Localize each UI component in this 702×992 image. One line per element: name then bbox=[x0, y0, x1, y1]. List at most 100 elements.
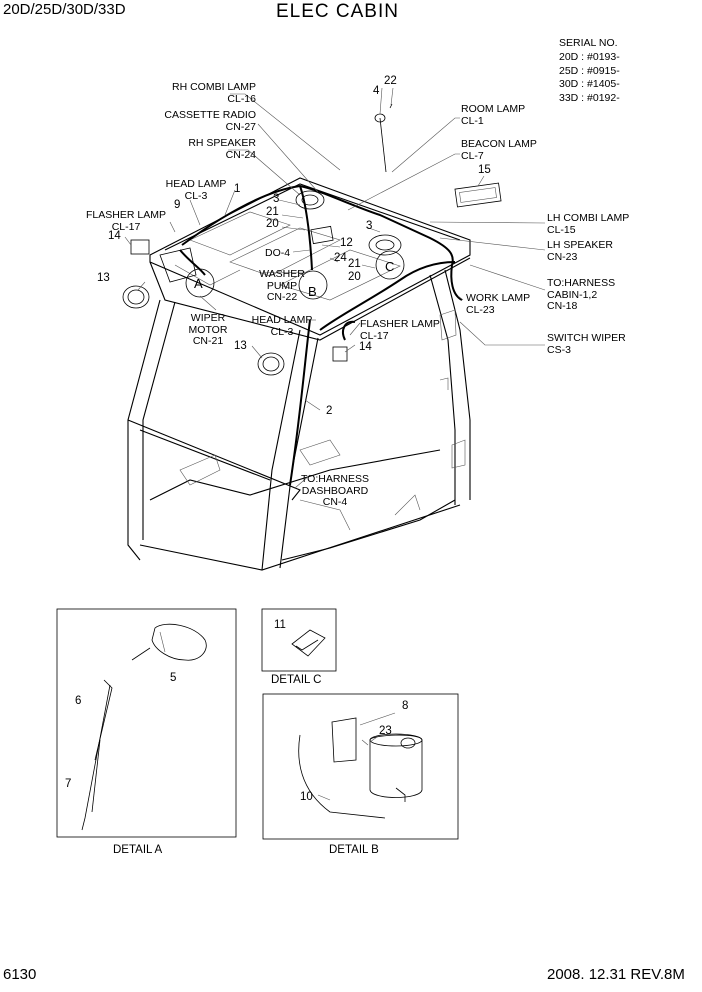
item-number: 5 bbox=[170, 672, 177, 684]
callout-code: CL-15 bbox=[547, 223, 576, 236]
beacon-lamp bbox=[454, 182, 502, 208]
flasher-lamp-mid bbox=[332, 346, 348, 362]
item-number: 14 bbox=[359, 341, 372, 353]
head-lamps bbox=[122, 285, 285, 376]
item-number: 13 bbox=[234, 340, 247, 352]
callout-code: CL-23 bbox=[466, 303, 495, 316]
item-number: 20 bbox=[266, 218, 279, 230]
detail-c-caption: DETAIL C bbox=[271, 674, 322, 686]
callout-flasher-lamp-left: FLASHER LAMP CL-17 bbox=[80, 210, 172, 232]
room-lamp-assembly bbox=[374, 103, 393, 173]
leader-lines bbox=[124, 87, 546, 489]
item-number: 14 bbox=[108, 230, 121, 242]
detail-a-circle bbox=[185, 268, 215, 298]
callout-code: CL-17 bbox=[111, 220, 141, 233]
item-number: 3 bbox=[366, 220, 373, 232]
date-revision: 2008. 12.31 REV.8M bbox=[547, 966, 685, 983]
callout-head-lamp-top: HEAD LAMP CL-3 bbox=[160, 179, 232, 201]
callout-flasher-lamp-mid: FLASHER LAMP CL-17 bbox=[360, 319, 440, 341]
callout-text: TO:HARNESS bbox=[547, 277, 616, 289]
callout-code: CL-16 bbox=[227, 92, 256, 105]
callout-text: HEAD LAMP bbox=[251, 314, 313, 326]
detail-b-caption: DETAIL B bbox=[329, 844, 379, 856]
model-codes: 20D/25D/30D/33D bbox=[3, 1, 126, 18]
item-number: 3 bbox=[273, 193, 280, 205]
callout-code: CS-3 bbox=[547, 343, 571, 356]
callout-to-harness-dashboard: TO:HARNESS DASHBOARD CN-4 bbox=[290, 474, 380, 508]
item-number: 22 bbox=[384, 75, 397, 87]
item-number: 20 bbox=[348, 271, 361, 283]
serial-line: 30D : #1405- bbox=[559, 78, 620, 90]
serial-line: 25D : #0915- bbox=[559, 65, 620, 77]
callout-lh-speaker: LH SPEAKER CN-23 bbox=[547, 240, 613, 262]
item-number: 4 bbox=[373, 85, 380, 97]
item-number: 21 bbox=[348, 258, 361, 270]
room-lamp-unit bbox=[310, 225, 334, 245]
callout-text: WASHER bbox=[259, 268, 305, 280]
item-number: 6 bbox=[75, 695, 82, 707]
callout-lh-combi-lamp: LH COMBI LAMP CL-15 bbox=[547, 213, 629, 235]
callout-text: LH COMBI LAMP bbox=[547, 212, 630, 224]
callout-wiper-motor: WIPER MOTOR CN-21 bbox=[184, 313, 232, 347]
callout-code: CL-1 bbox=[461, 114, 484, 127]
serial-heading: SERIAL NO. bbox=[559, 37, 618, 49]
callout-text: TO:HARNESS bbox=[300, 473, 370, 485]
callout-code: CN-24 bbox=[225, 148, 256, 161]
callout-text: CABIN-1,2 bbox=[547, 288, 598, 301]
cabin-frame bbox=[127, 269, 471, 571]
item-number: 13 bbox=[97, 272, 110, 284]
callout-text: WORK LAMP bbox=[466, 292, 531, 304]
callout-text: PUMP bbox=[266, 279, 298, 292]
detail-c-circle bbox=[375, 250, 405, 280]
page-title: ELEC CABIN bbox=[276, 1, 399, 22]
page-number: 6130 bbox=[3, 966, 37, 983]
callout-text: ROOM LAMP bbox=[461, 103, 526, 115]
callout-code: CN-4 bbox=[322, 496, 348, 508]
item-number: 23 bbox=[379, 725, 392, 737]
callout-text: RH COMBI LAMP bbox=[171, 81, 256, 93]
speakers bbox=[295, 190, 402, 256]
callout-code: CL-7 bbox=[461, 149, 484, 162]
callout-text: CASSETTE RADIO bbox=[164, 109, 256, 121]
callout-switch-wiper: SWITCH WIPER CS-3 bbox=[547, 333, 626, 355]
callout-beacon-lamp: BEACON LAMP CL-7 bbox=[461, 139, 537, 161]
item-number: 15 bbox=[478, 164, 491, 176]
callout-work-lamp: WORK LAMP CL-23 bbox=[466, 293, 530, 315]
callout-text: DASHBOARD bbox=[301, 484, 369, 497]
item-number: 12 bbox=[340, 237, 353, 249]
item-number: 9 bbox=[174, 199, 181, 211]
callout-cassette-radio: CASSETTE RADIO CN-27 bbox=[130, 110, 256, 132]
callout-code: CN-27 bbox=[225, 120, 256, 133]
serial-line: 20D : #0193- bbox=[559, 51, 620, 63]
callout-text: FLASHER LAMP bbox=[360, 318, 440, 330]
detail-b-box bbox=[262, 693, 459, 840]
item-number: 21 bbox=[266, 206, 279, 218]
detail-c-box bbox=[261, 608, 337, 672]
callout-text: RH SPEAKER bbox=[188, 137, 256, 149]
callout-text: BEACON LAMP bbox=[461, 138, 537, 150]
detail-a-caption: DETAIL A bbox=[113, 844, 163, 856]
wiper-motor-bracket bbox=[159, 247, 197, 283]
item-number: 7 bbox=[65, 778, 72, 790]
callout-text: SWITCH WIPER bbox=[547, 332, 626, 344]
callout-code: CN-22 bbox=[266, 291, 298, 303]
item-number: 1 bbox=[234, 183, 241, 195]
item-number: 2 bbox=[326, 405, 333, 417]
callout-rh-combi-lamp: RH COMBI LAMP CL-16 bbox=[140, 82, 256, 104]
callout-code: CL-17 bbox=[360, 329, 389, 342]
detail-letter-c: C bbox=[385, 259, 395, 274]
callout-do4: DO-4 bbox=[265, 247, 291, 259]
detail-letter-b: B bbox=[308, 284, 317, 299]
item-number: 24 bbox=[334, 252, 347, 264]
callout-text: LH SPEAKER bbox=[547, 239, 613, 251]
callout-code: CN-18 bbox=[547, 300, 578, 312]
item-number: 10 bbox=[300, 791, 313, 803]
callout-head-lamp-mid: HEAD LAMP CL-3 bbox=[248, 315, 316, 337]
item-number: 8 bbox=[402, 700, 409, 712]
callout-text: FLASHER LAMP bbox=[86, 209, 166, 221]
callout-code: CL-3 bbox=[270, 325, 294, 338]
item-number: 11 bbox=[274, 619, 286, 631]
detail-a-box bbox=[56, 608, 237, 838]
cabin-roof bbox=[149, 177, 471, 341]
serial-line: 33D : #0192- bbox=[559, 92, 620, 104]
